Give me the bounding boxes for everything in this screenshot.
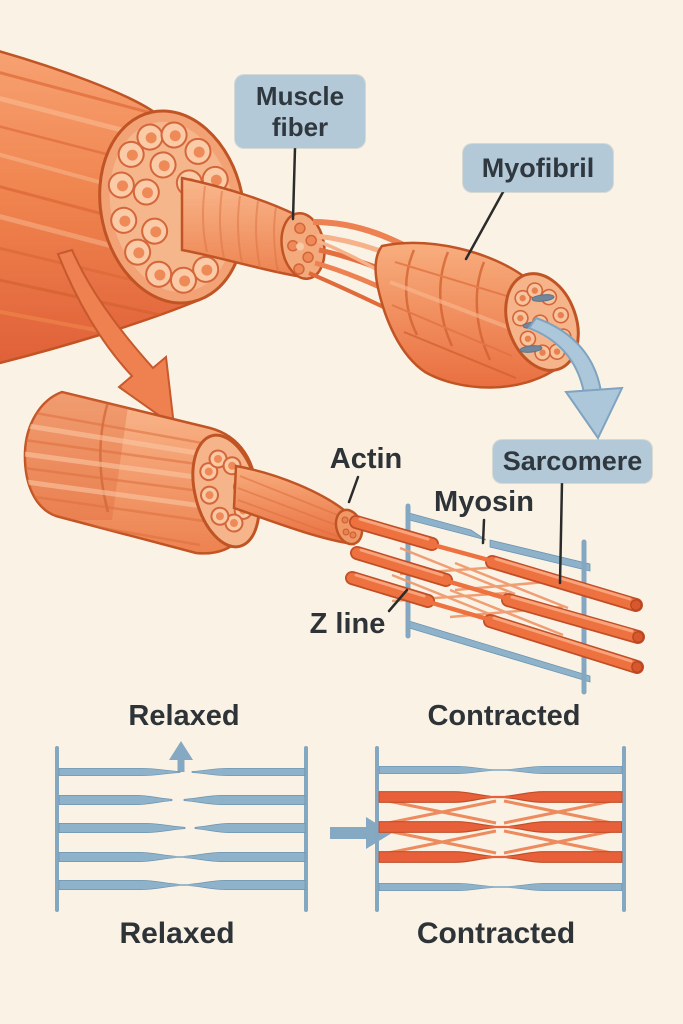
pointer-lines: [291, 146, 564, 613]
myofibril-label-text: Myofibril: [481, 152, 595, 183]
muscle-fiber-rod: [180, 176, 326, 280]
muscle-bundle-illustration: [0, 50, 624, 440]
relaxed-caption: Relaxed: [119, 917, 235, 950]
up-arrow-icon: [169, 741, 193, 772]
muscle-fiber-label-line1: Muscle: [255, 80, 345, 111]
relaxed-panel: [55, 741, 308, 912]
muscle-fiber-label: Muscle fiber: [235, 75, 365, 148]
sarcomere-filaments: [345, 503, 645, 695]
magnified-muscle-fiber: [23, 390, 364, 555]
contracted-panel: [375, 746, 626, 912]
orange-curved-arrow-icon: [56, 248, 176, 429]
actin-label: Actin: [329, 443, 403, 475]
muscle-fiber-label-line2: fiber: [271, 111, 329, 142]
myofibril-label: Myofibril: [463, 144, 613, 192]
myosin-label: Myosin: [434, 486, 534, 518]
myosin-rods: [345, 515, 645, 674]
z-line-label: Z line: [309, 608, 386, 640]
contracted-title: Contracted: [427, 700, 581, 732]
blue-curved-arrow-icon: [527, 316, 624, 440]
relaxed-title: Relaxed: [128, 700, 240, 732]
contracted-caption: Contracted: [416, 917, 576, 950]
sarcomere-label: Sarcomere: [493, 440, 652, 483]
sarcomere-label-text: Sarcomere: [502, 446, 643, 476]
myofibril-illustration: [374, 241, 580, 389]
